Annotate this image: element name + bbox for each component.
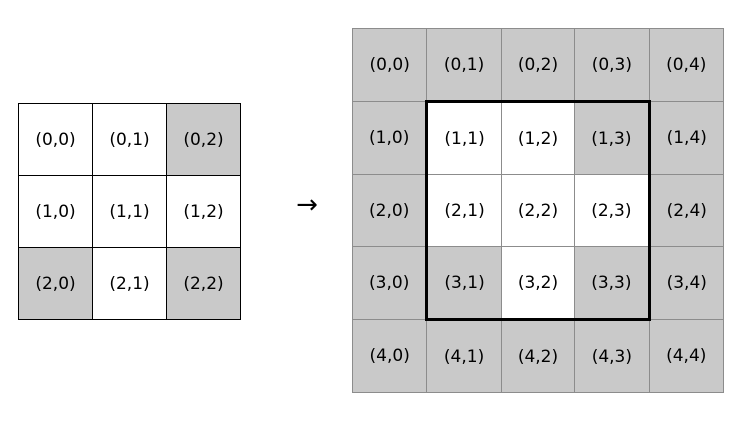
table-row: (1,0) (1,1) (1,2) (1,3) (1,4) — [351, 100, 724, 175]
padded-cell-4-0: (4,0) — [351, 319, 428, 393]
padded-cell-4-1: (4,1) — [426, 319, 502, 393]
padded-cell-3-3: (3,3) — [574, 246, 651, 321]
padded-cell-2-3: (2,3) — [574, 174, 651, 247]
arrow-right-icon: → — [296, 190, 318, 220]
padded-cell-2-2: (2,2) — [500, 174, 576, 247]
padded-cell-3-4: (3,4) — [648, 246, 724, 320]
padded-cell-0-0: (0,0) — [351, 28, 428, 102]
padded-cell-3-2: (3,2) — [500, 246, 576, 321]
table-row: (0,0) (0,1) (0,2) — [18, 103, 241, 176]
grid-cell-0-2: (0,2) — [166, 103, 241, 176]
padded-cell-2-0: (2,0) — [351, 174, 428, 247]
grid-cell-1-2: (1,2) — [166, 175, 241, 248]
table-row: (0,0) (0,1) (0,2) (0,3) (0,4) — [351, 28, 724, 102]
padded-cell-2-1: (2,1) — [425, 174, 502, 247]
padded-cell-0-3: (0,3) — [574, 28, 650, 102]
padded-cell-0-2: (0,2) — [500, 28, 576, 102]
table-row: (4,0) (4,1) (4,2) (4,3) (4,4) — [351, 319, 724, 393]
padded-cell-1-2: (1,2) — [500, 100, 576, 175]
padded-cell-3-1: (3,1) — [425, 246, 502, 321]
table-row: (3,0) (3,1) (3,2) (3,3) (3,4) — [351, 246, 724, 321]
padded-grid: (0,0) (0,1) (0,2) (0,3) (0,4) (1,0) (1,1… — [351, 28, 724, 393]
padded-cell-1-1: (1,1) — [425, 100, 502, 175]
padded-cell-1-4: (1,4) — [648, 101, 724, 175]
grid-cell-1-0: (1,0) — [18, 175, 93, 248]
grid-cell-0-0: (0,0) — [18, 103, 93, 176]
grid-cell-2-1: (2,1) — [92, 247, 167, 320]
table-row: (1,0) (1,1) (1,2) — [18, 175, 241, 248]
grid-cell-2-0: (2,0) — [18, 247, 93, 320]
grid-cell-0-1: (0,1) — [92, 103, 167, 176]
padded-cell-0-4: (0,4) — [648, 28, 724, 102]
padded-cell-1-0: (1,0) — [351, 101, 428, 175]
padded-cell-2-4: (2,4) — [648, 174, 724, 247]
grid-cell-1-1: (1,1) — [92, 175, 167, 248]
padded-cell-4-2: (4,2) — [500, 319, 576, 393]
padded-cell-3-0: (3,0) — [351, 246, 428, 320]
padded-cell-4-4: (4,4) — [648, 319, 724, 393]
table-row: (2,0) (2,1) (2,2) (2,3) (2,4) — [351, 174, 724, 247]
source-grid: (0,0) (0,1) (0,2) (1,0) (1,1) (1,2) (2,0… — [18, 103, 241, 320]
table-row: (2,0) (2,1) (2,2) — [18, 247, 241, 320]
padded-cell-0-1: (0,1) — [426, 28, 502, 102]
grid-cell-2-2: (2,2) — [166, 247, 241, 320]
padded-cell-4-3: (4,3) — [574, 319, 650, 393]
padded-cell-1-3: (1,3) — [574, 100, 651, 175]
